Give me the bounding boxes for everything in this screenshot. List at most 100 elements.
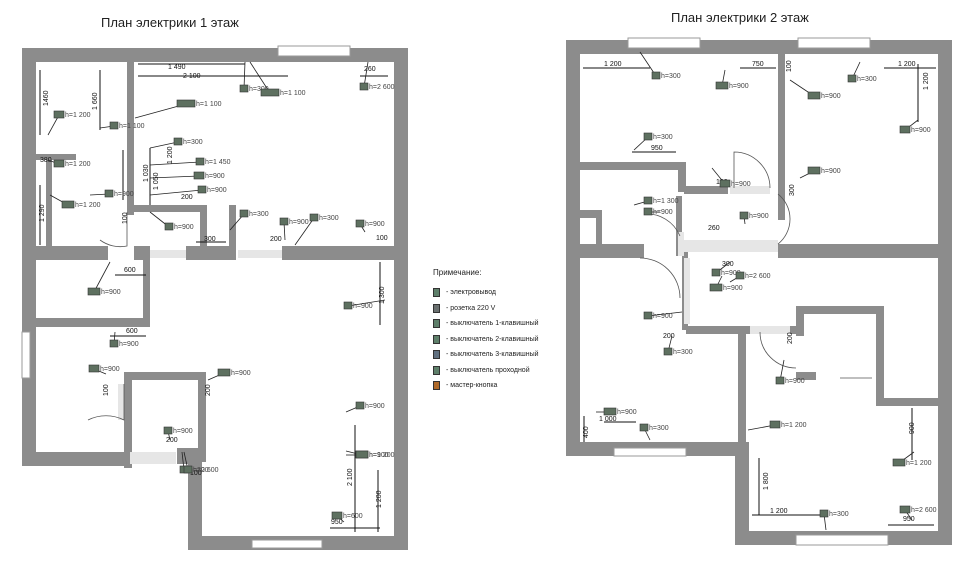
doorway bbox=[238, 250, 282, 258]
door-swing bbox=[99, 212, 128, 248]
leader-line bbox=[149, 141, 179, 149]
wall bbox=[36, 154, 76, 160]
dimension-label: 1 200 bbox=[376, 490, 383, 508]
mount-height-label: h=900 bbox=[365, 403, 385, 410]
mount-height-label: h=900 bbox=[365, 221, 385, 228]
mount-height-label: h=300 bbox=[249, 86, 269, 93]
wall bbox=[796, 306, 804, 336]
mount-height-label: h=2 600 bbox=[911, 507, 937, 514]
dimension-label: 1 800 bbox=[763, 472, 770, 490]
electrical-point-icon bbox=[643, 207, 653, 216]
mount-height-label: h=900 bbox=[653, 209, 673, 216]
legend-item: - электровывод bbox=[433, 285, 539, 301]
wall bbox=[394, 48, 408, 550]
legend-item: - выключатель 3-клавишный bbox=[433, 347, 539, 363]
electrical-point-icon bbox=[239, 84, 249, 93]
electrical-point-icon bbox=[643, 311, 653, 320]
door-swing bbox=[733, 151, 771, 189]
wall bbox=[778, 244, 952, 258]
leader-line bbox=[47, 114, 60, 136]
electrical-point-icon bbox=[331, 511, 343, 520]
leader-line bbox=[149, 161, 201, 166]
electrical-point-icon bbox=[217, 368, 231, 377]
dimension-label: 750 bbox=[752, 61, 764, 68]
wall bbox=[684, 186, 728, 194]
dimension-label: 1460 bbox=[43, 90, 50, 106]
electrical-point-icon bbox=[663, 347, 673, 356]
window bbox=[613, 447, 687, 457]
legend-item-label: - розетка 220 V bbox=[446, 304, 496, 312]
wall bbox=[229, 205, 236, 253]
electrical-point-icon bbox=[239, 209, 249, 218]
electrical-point-icon bbox=[163, 426, 173, 435]
electrical-point-icon bbox=[53, 159, 65, 168]
mount-height-label: h=1 100 bbox=[280, 90, 306, 97]
dimension-label: 1 200 bbox=[604, 61, 622, 68]
mount-height-label: h=900 bbox=[617, 409, 637, 416]
legend-item-label: - выключатель 1-клавишный bbox=[446, 320, 539, 328]
switch-2-key-icon bbox=[433, 334, 440, 344]
wall bbox=[678, 162, 686, 192]
dimension-label: 1 200 bbox=[898, 61, 916, 68]
electrical-point-icon bbox=[87, 287, 101, 296]
wall bbox=[200, 205, 207, 253]
mount-height-label: h=300 bbox=[649, 425, 669, 432]
window bbox=[251, 539, 323, 549]
electrical-point-icon bbox=[775, 376, 785, 385]
electrical-point-icon bbox=[709, 283, 723, 292]
electrical-point-icon bbox=[53, 110, 65, 119]
floor1-walls bbox=[21, 45, 408, 550]
mount-height-label: h=900 bbox=[119, 341, 139, 348]
legend-item: - выключатель проходной bbox=[433, 363, 539, 379]
mount-height-label: h=1 300 bbox=[653, 198, 679, 205]
electrical-point-icon bbox=[61, 200, 75, 209]
window bbox=[795, 534, 889, 546]
dimension-label: 1 200 bbox=[923, 72, 930, 90]
dimension-label: 1 290 bbox=[39, 204, 46, 222]
electrical-point-icon bbox=[892, 458, 906, 467]
mount-height-label: h=900 bbox=[723, 285, 743, 292]
electrical-point-icon bbox=[769, 420, 781, 429]
wall bbox=[876, 306, 884, 406]
electrical-point-icon bbox=[195, 157, 205, 166]
electrical-point-icon bbox=[309, 213, 319, 222]
doorway bbox=[730, 186, 770, 194]
mount-height-label: h=300 bbox=[673, 349, 693, 356]
mount-height-label: h=900 bbox=[369, 452, 389, 459]
dimension-label: 200 bbox=[205, 384, 212, 396]
dimension-label: 1 490 bbox=[168, 64, 186, 71]
dimension-label: 1 200 bbox=[770, 508, 788, 515]
legend-item-label: - выключатель проходной bbox=[446, 366, 530, 374]
dimension-label: 950 bbox=[651, 145, 663, 152]
dimension-label: 200 bbox=[270, 236, 282, 243]
leader-line bbox=[149, 175, 200, 179]
wall bbox=[735, 442, 749, 545]
electrical-point-icon bbox=[355, 450, 369, 459]
mount-height-label: h=900 bbox=[653, 313, 673, 320]
mount-height-label: h=600 bbox=[343, 513, 363, 520]
dimension-label: 950 bbox=[331, 519, 343, 526]
electrical-point-icon bbox=[735, 271, 745, 280]
socket-icon bbox=[433, 303, 440, 313]
floor2-title: План электрики 2 этаж bbox=[671, 10, 809, 25]
legend: Примечание: - электровывод - розетка 220… bbox=[433, 268, 539, 394]
electrical-point-icon bbox=[651, 71, 661, 80]
dimension-label: 1 000 bbox=[599, 416, 617, 423]
electrical-point-icon bbox=[109, 339, 119, 348]
dimension-label: 260 bbox=[364, 66, 376, 73]
wall bbox=[124, 372, 132, 468]
dimension-label: 300 bbox=[722, 261, 734, 268]
mount-height-label: h=1 100 bbox=[119, 123, 145, 130]
leader-line bbox=[647, 311, 683, 317]
doorway bbox=[118, 384, 124, 420]
mount-height-label: h=900 bbox=[207, 187, 227, 194]
floor1-dimensions: 1 490 2 100 260 1460 1 660 380 1 290 1 2… bbox=[39, 63, 388, 532]
wall bbox=[596, 210, 602, 244]
mount-height-label: h=300 bbox=[829, 511, 849, 518]
electrical-point-icon bbox=[719, 179, 731, 188]
dimension-label: 100 bbox=[122, 212, 129, 224]
dimension-label: 1 050 bbox=[153, 172, 160, 190]
dimension-label: 100 bbox=[190, 470, 202, 477]
